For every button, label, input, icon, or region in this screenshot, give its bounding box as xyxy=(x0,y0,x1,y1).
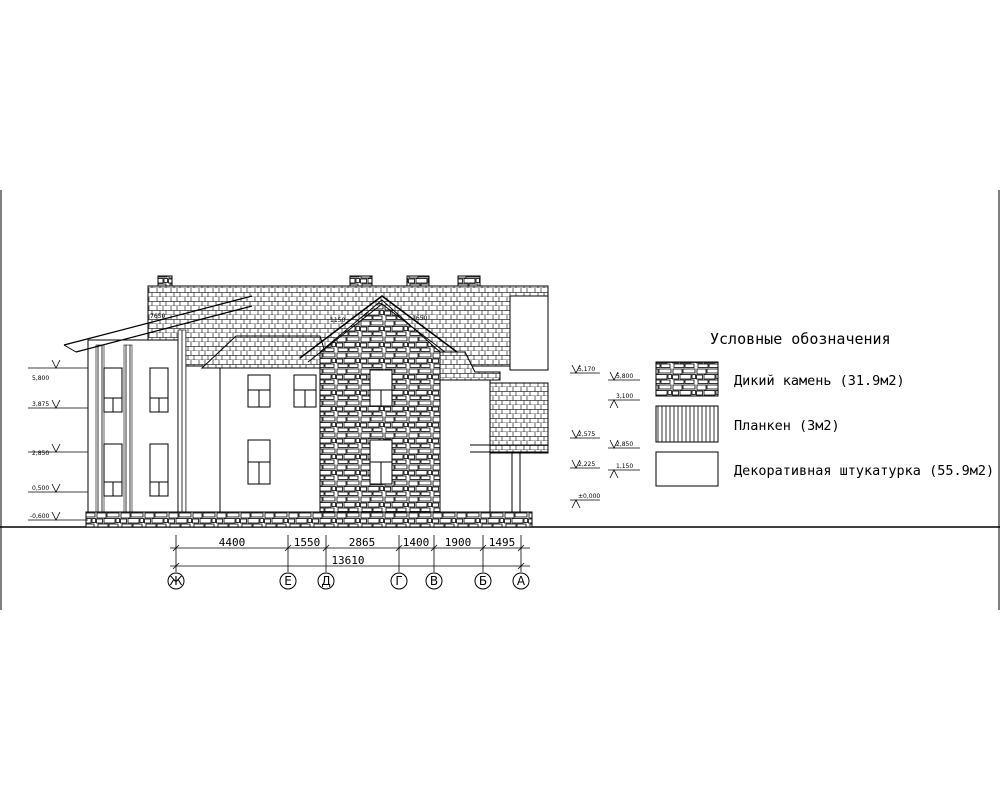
left-wing-windows xyxy=(103,367,169,497)
level-label: ±0,000 xyxy=(578,493,600,500)
legend-swatch-plaster xyxy=(655,451,719,487)
central-windows xyxy=(247,374,317,485)
stone-plinth xyxy=(85,511,533,528)
level-marks-left: 5,800 3,875 2,850 0,500 -0,600 xyxy=(28,359,88,521)
level-label: 2,575 xyxy=(578,431,595,438)
chimney xyxy=(349,275,373,287)
axis-letter: Г xyxy=(395,574,402,588)
level-label: 3,875 xyxy=(32,401,49,408)
shed-roof xyxy=(63,295,253,346)
axis-markers: Ж Е Д Г В Б А xyxy=(167,572,530,590)
legend-title: Условные обозначения xyxy=(710,330,891,348)
roof-label: 7650 xyxy=(150,313,165,320)
dim-segment: 4400 xyxy=(219,536,246,549)
chimney xyxy=(157,275,173,287)
dim-segment: 1550 xyxy=(294,536,321,549)
level-label: -0,600 xyxy=(30,513,50,520)
level-label: 0,500 xyxy=(32,485,49,492)
dim-segment: 1900 xyxy=(445,536,472,549)
level-label: 2,850 xyxy=(32,450,49,457)
level-label: 5,170 xyxy=(578,366,595,373)
level-label: 5,800 xyxy=(616,373,633,380)
legend-label: Декоративная штукатурка (55.9м2) xyxy=(734,463,994,479)
axis-letter: Е xyxy=(284,574,292,588)
axis-letter: Ж xyxy=(170,574,183,588)
dim-segment: 1495 xyxy=(489,536,516,549)
level-marks-right: 5,170 2,575 2,225 ±0,000 5,800 3,100 2,8… xyxy=(570,364,640,509)
level-label: 2,225 xyxy=(578,461,595,468)
chimney xyxy=(457,275,481,287)
level-label: 2,850 xyxy=(616,441,633,448)
axis-letter: А xyxy=(517,574,526,588)
dim-segment: 2865 xyxy=(349,536,376,549)
axis-letter: Б xyxy=(479,574,487,588)
level-label: 1,150 xyxy=(616,463,633,470)
gable-windows xyxy=(369,369,393,485)
legend-label: Планкен (3м2) xyxy=(734,418,840,434)
dim-total: 13610 xyxy=(331,554,364,567)
gable-roof xyxy=(299,295,466,359)
legend-label: Дикий камень (31.9м2) xyxy=(734,373,905,389)
roof-label: 1650 xyxy=(412,315,427,322)
plank-strip xyxy=(177,329,187,513)
dimension-chain xyxy=(170,535,530,572)
axis-letter: В xyxy=(430,574,438,588)
lower-roof xyxy=(200,335,331,369)
axis-letter: Д xyxy=(321,574,330,588)
gable-roof xyxy=(307,303,459,363)
legend: Условные обозначения Дикий камень (31.9м… xyxy=(655,330,994,487)
level-label: 5,800 xyxy=(32,375,49,382)
building-elevation: 7650 1150 1650 xyxy=(63,275,549,528)
legend-swatch-stone xyxy=(655,361,719,397)
dim-segment: 1400 xyxy=(403,536,430,549)
plank-strip xyxy=(95,344,105,513)
roof-label: 1150 xyxy=(330,317,345,324)
shed-roof xyxy=(75,305,253,353)
dimension-labels: 4400 1550 2865 1400 1900 1495 13610 xyxy=(219,536,516,567)
legend-swatch-plank xyxy=(655,405,719,443)
right-wall xyxy=(439,379,491,513)
chimney xyxy=(406,275,430,287)
bay-roof xyxy=(489,382,549,454)
shed-roof xyxy=(63,344,77,353)
bay-side xyxy=(509,295,549,371)
level-label: 3,100 xyxy=(616,393,633,400)
plank-strip xyxy=(123,344,133,513)
